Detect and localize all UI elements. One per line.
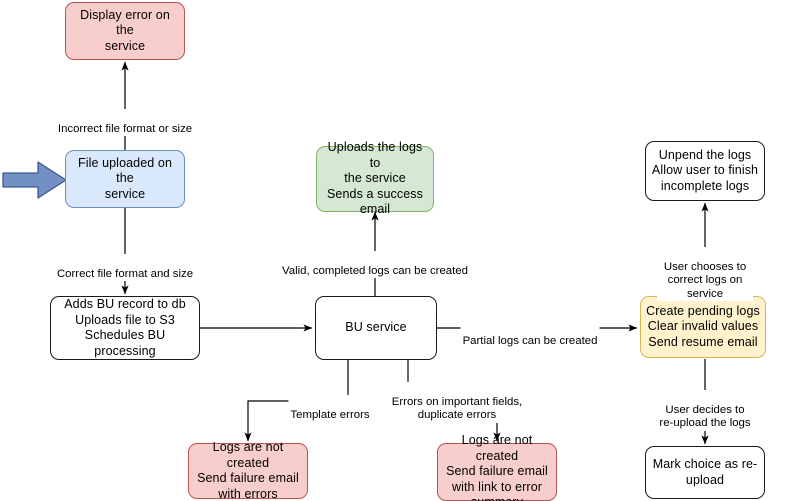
node-create-pending-logs-label: Create pending logs Clear invalid values… xyxy=(646,303,760,349)
node-unpend-logs-label: Unpend the logs Allow user to finish inc… xyxy=(651,147,759,193)
edge-label-important-fields: Errors on important fields, duplicate er… xyxy=(389,382,525,423)
edge-label-user-reuploads-text: User decides to re-upload the logs xyxy=(659,403,751,430)
node-bu-service-label: BU service xyxy=(345,320,407,335)
edge-label-important-fields-text: Errors on important fields, duplicate er… xyxy=(391,395,523,422)
entry-block-arrow xyxy=(2,161,67,199)
edge-label-template-errors: Template errors xyxy=(288,395,372,422)
node-file-uploaded[interactable]: File uploaded on the service xyxy=(65,150,185,208)
node-adds-bu-record[interactable]: Adds BU record to db Uploads file to S3 … xyxy=(50,296,200,360)
edge-label-incorrect-format: Incorrect file format or size xyxy=(55,109,195,136)
node-file-uploaded-label: File uploaded on the service xyxy=(77,155,173,201)
node-logs-not-created-fields-label: Logs are not created Send failure email … xyxy=(446,433,548,501)
edge-label-valid-logs-text: Valid, completed logs can be created xyxy=(282,264,468,277)
node-bu-service[interactable]: BU service xyxy=(315,296,437,360)
edge-label-partial-logs-text: Partial logs can be created xyxy=(462,334,598,347)
edge-label-correct-format-text: Correct file format and size xyxy=(56,267,194,280)
edge-label-user-reuploads: User decides to re-upload the logs xyxy=(657,390,753,431)
node-logs-not-created-template[interactable]: Logs are not created Send failure email … xyxy=(188,440,308,501)
edge-label-user-corrects-text: User chooses to correct logs on service xyxy=(663,260,747,300)
node-uploads-logs-label: Uploads the logs to the service Sends a … xyxy=(327,140,423,217)
node-create-pending-logs[interactable]: Create pending logs Clear invalid values… xyxy=(640,296,766,358)
edge-label-partial-logs: Partial logs can be created xyxy=(460,321,600,348)
node-adds-bu-record-label: Adds BU record to db Uploads file to S3 … xyxy=(64,297,186,358)
node-unpend-logs[interactable]: Unpend the logs Allow user to finish inc… xyxy=(645,141,765,201)
node-logs-not-created-template-label: Logs are not created Send failure email … xyxy=(197,440,299,501)
edge-label-user-corrects: User chooses to correct logs on service xyxy=(657,247,753,301)
edge-label-incorrect-format-text: Incorrect file format or size xyxy=(57,122,193,135)
node-logs-not-created-fields[interactable]: Logs are not created Send failure email … xyxy=(437,433,557,501)
edge-label-valid-logs: Valid, completed logs can be created xyxy=(280,251,470,278)
node-mark-reupload[interactable]: Mark choice as re- upload xyxy=(645,446,765,499)
edge-label-template-errors-text: Template errors xyxy=(290,408,370,421)
node-display-error-label: Display error on the service xyxy=(80,7,170,53)
edge-label-correct-format: Correct file format and size xyxy=(54,254,196,281)
node-uploads-logs[interactable]: Uploads the logs to the service Sends a … xyxy=(316,140,434,216)
node-display-error[interactable]: Display error on the service xyxy=(65,2,185,60)
node-mark-reupload-label: Mark choice as re- upload xyxy=(652,457,758,487)
